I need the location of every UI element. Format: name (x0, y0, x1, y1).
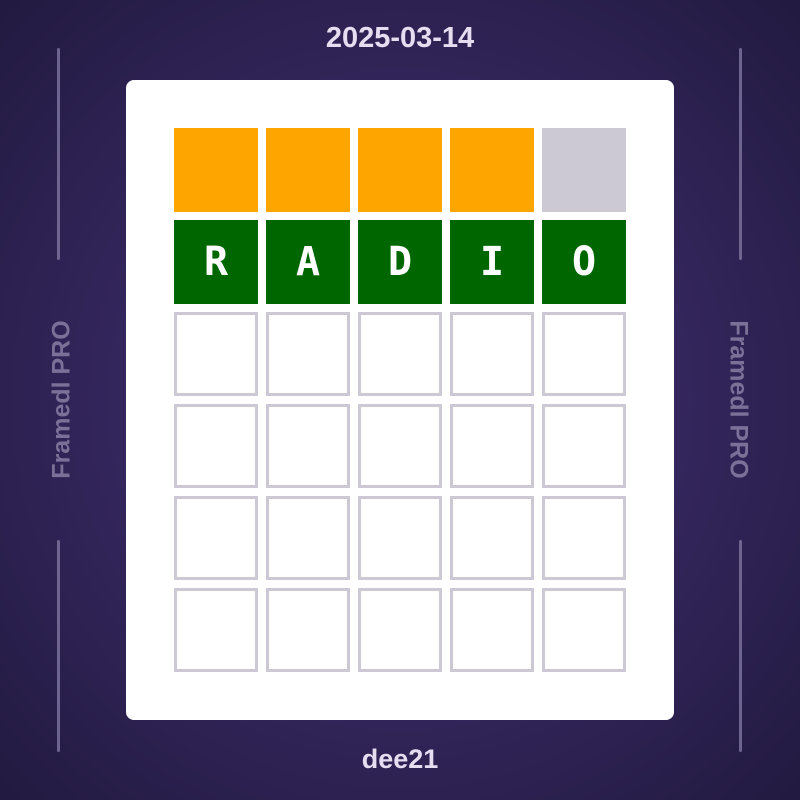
tile-empty (266, 404, 350, 488)
divider-line (739, 48, 742, 260)
divider-line (57, 48, 60, 260)
tile-present (174, 128, 258, 212)
tile-empty (358, 404, 442, 488)
brand-label-left: Framedl PRO (47, 320, 76, 479)
tile-correct: O (542, 220, 626, 304)
tile-present (450, 128, 534, 212)
tile-empty (174, 496, 258, 580)
tile-correct: R (174, 220, 258, 304)
tile-empty (266, 588, 350, 672)
divider-line (57, 540, 60, 752)
tile-empty (542, 496, 626, 580)
tile-empty (174, 312, 258, 396)
tile-present (266, 128, 350, 212)
tile-empty (358, 312, 442, 396)
tile-correct: I (450, 220, 534, 304)
tile-correct: D (358, 220, 442, 304)
tile-empty (542, 588, 626, 672)
tile-empty (450, 404, 534, 488)
tile-empty (174, 588, 258, 672)
tile-empty (266, 312, 350, 396)
tile-present (358, 128, 442, 212)
username: dee21 (361, 744, 439, 774)
tile-absent (542, 128, 626, 212)
tile-empty (174, 404, 258, 488)
tile-correct: A (266, 220, 350, 304)
divider-line (739, 540, 742, 752)
tile-empty (542, 404, 626, 488)
game-date: 2025-03-14 (325, 22, 475, 54)
tile-empty (358, 588, 442, 672)
tile-empty (266, 496, 350, 580)
brand-label-right: Framedl PRO (724, 320, 753, 479)
tile-empty (542, 312, 626, 396)
tile-empty (450, 588, 534, 672)
tile-empty (450, 312, 534, 396)
tile-empty (358, 496, 442, 580)
tile-empty (450, 496, 534, 580)
